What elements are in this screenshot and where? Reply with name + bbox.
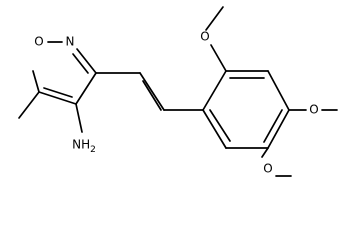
bond-c3-c4 [75, 72, 97, 105]
bond-ar6-ar1 [202, 109, 227, 149]
ring-oxygen-label: O [34, 35, 43, 49]
bond-ar4-ar5-double [263, 109, 283, 143]
bond-n2-c3-double [72, 53, 89, 74]
bond-c5-o1 [32, 70, 40, 93]
bond-ar6-ar1-double [209, 109, 231, 142]
methoxy-middle-oxygen-label: O [309, 103, 318, 117]
bond-c4-c5-double [43, 87, 73, 98]
bond-vinyl-double-inner [142, 80, 162, 111]
bond-ome-top-o-ch3 [205, 6, 224, 31]
molecule-structure: O N NH2 O O O [18, 6, 338, 177]
bond-methyl-c5 [18, 91, 40, 119]
ring-nitrogen-label: N [66, 35, 75, 49]
bond-c4-amine [75, 103, 83, 133]
bond-n2-c3 [76, 48, 97, 74]
bond-ar3-ar4 [267, 70, 290, 111]
bond-ar2-ome-top-o [210, 44, 227, 72]
bond-ar4-ar5 [267, 109, 290, 149]
methoxy-top-oxygen-label: O [200, 30, 209, 44]
amine-label: NH2 [72, 138, 96, 155]
bond-ar5-ome-bottom-o [261, 147, 269, 158]
bond-c4-c5 [38, 91, 77, 105]
bond-ar1-ar2 [202, 70, 227, 111]
methoxy-bottom-oxygen-label: O [263, 162, 272, 176]
bond-vinyl-double [139, 72, 165, 111]
